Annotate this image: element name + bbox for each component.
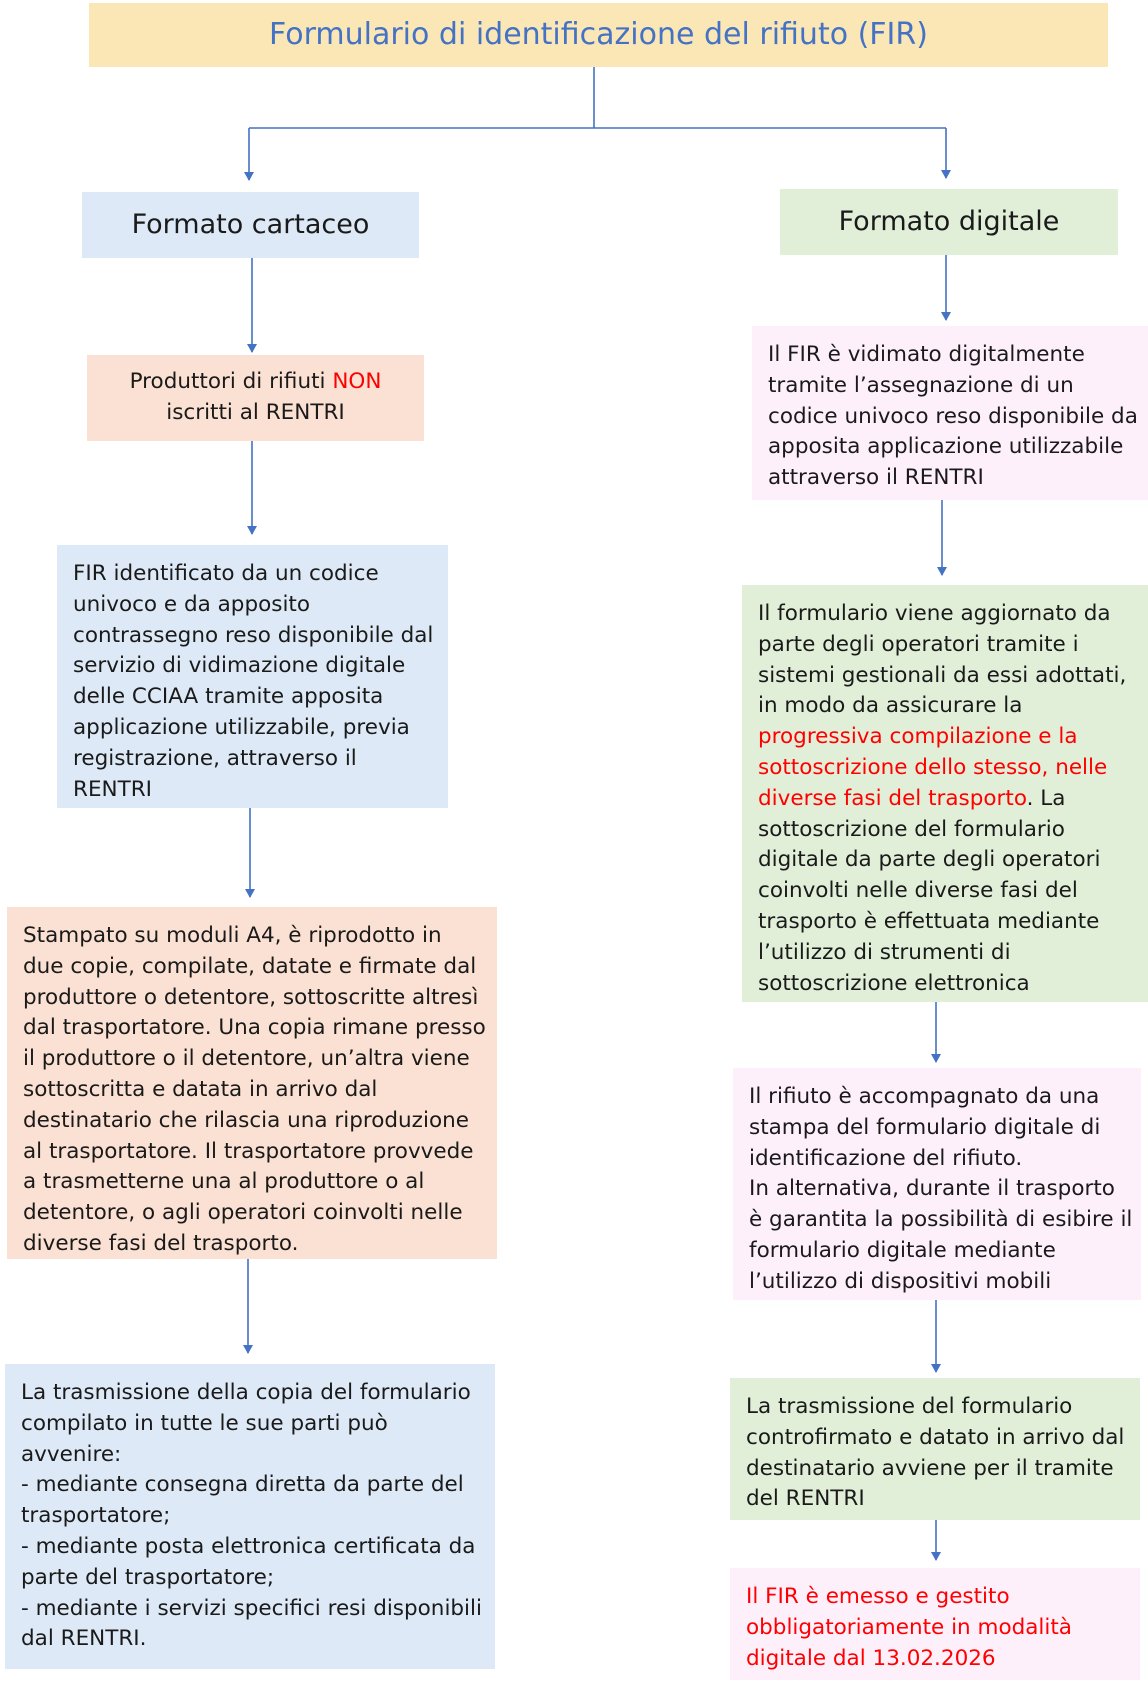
text-line: parte degli operatori tramite i — [758, 631, 1079, 657]
text-line: il produttore o il detentore, un’altra v… — [23, 1046, 470, 1072]
text-line: sottoscrizione del formulario — [758, 816, 1065, 842]
text-fragment: . La — [1026, 785, 1066, 811]
text-line: due copie, compilate, datate e firmate d… — [23, 953, 477, 979]
text-line: del RENTRI — [746, 1486, 865, 1512]
text-line: destinatario che rilascia una riproduzio… — [23, 1107, 469, 1133]
text-line: sottoscrizione elettronica — [758, 970, 1030, 996]
text-line: stampa del formulario digitale di — [749, 1114, 1101, 1140]
cartaceo-header-text: Formato cartaceo — [131, 208, 370, 240]
text-line: servizio di vidimazione digitale — [73, 653, 406, 679]
updated-box: Il formulario viene aggiornato da parte … — [742, 585, 1148, 1002]
text-line: La trasmissione del formulario — [746, 1394, 1073, 1419]
text-line: identificazione del rifiuto. — [749, 1145, 1023, 1171]
text-line: Stampato su moduli A4, è riprodotto in — [23, 923, 442, 948]
text-line: apposita applicazione utilizzabile — [768, 434, 1124, 460]
right-transmission-box: La trasmissione del formulario controfir… — [730, 1378, 1140, 1520]
text-line: FIR identificato da un codice — [73, 561, 379, 586]
text-line: digitale dal 13.02.2026 — [746, 1645, 996, 1671]
producers-non: NON — [332, 369, 382, 395]
highlight-line: sottoscrizione dello stesso, nelle — [758, 754, 1108, 780]
text-line: In alternativa, durante il trasporto — [749, 1176, 1115, 1202]
text-line: detentore, o agli operatori coinvolti ne… — [23, 1200, 463, 1226]
text-line: registrazione, attraverso il — [73, 745, 357, 771]
text-line: Il FIR è emesso e gestito — [746, 1584, 1010, 1609]
text-line: diverse fasi del trasporto. — [23, 1230, 299, 1256]
fir-identified-box: FIR identificato da un codice univoco e … — [57, 545, 448, 808]
vidimated-box: Il FIR è vidimato digitalmente tramite l… — [752, 326, 1148, 500]
text-line: RENTRI — [73, 776, 153, 802]
accompanied-box: Il rifiuto è accompagnato da una stampa … — [733, 1068, 1141, 1300]
text-line: destinatario avviene per il tramite — [746, 1455, 1114, 1481]
highlight-line: progressiva compilazione e la — [758, 724, 1078, 750]
diagram-title: Formulario di identificazione del rifiut… — [89, 3, 1108, 67]
text-line: La trasmissione della copia del formular… — [21, 1380, 471, 1405]
text-line: formulario digitale mediante — [749, 1237, 1056, 1263]
text-line: coinvolti nelle diverse fasi del — [758, 878, 1078, 904]
cartaceo-header: Formato cartaceo — [82, 192, 419, 258]
digitale-header: Formato digitale — [780, 189, 1118, 255]
text-line: a trasmetterne una al produttore o al — [23, 1169, 425, 1195]
highlight-line: diverse fasi del trasporto — [758, 785, 1027, 811]
text-line: al trasportatore. Il trasportatore provv… — [23, 1138, 474, 1164]
diagram-title-text: Formulario di identificazione del rifiut… — [269, 16, 928, 52]
text-line: è garantita la possibilità di esibire il — [749, 1207, 1133, 1233]
text-line: parte del trasportatore; — [21, 1564, 275, 1590]
text-line: delle CCIAA tramite apposita — [73, 684, 384, 710]
text-line: tramite l’assegnazione di un — [768, 372, 1074, 398]
text-line: in modo da assicurare la — [758, 693, 1023, 719]
text-line: obbligatoriamente in modalità — [746, 1614, 1072, 1640]
text-line: l’utilizzo di strumenti di — [758, 939, 1011, 965]
printed-box: Stampato su moduli A4, è riprodotto in d… — [7, 907, 497, 1259]
text-line: trasporto è effettuata mediante — [758, 908, 1100, 934]
digitale-header-text: Formato digitale — [838, 205, 1060, 237]
producers-line2: iscritti al RENTRI — [166, 400, 345, 425]
text-line: trasportatore; — [21, 1503, 171, 1529]
text-line: attraverso il RENTRI — [768, 465, 984, 491]
text-line: compilato in tutte le sue parti può — [21, 1410, 388, 1436]
text-line: sistemi gestionali da essi adottati, — [758, 662, 1127, 688]
text-line: Il rifiuto è accompagnato da una — [749, 1084, 1100, 1109]
text-line: - mediante consegna diretta da parte del — [21, 1472, 464, 1498]
text-line: - mediante i servizi specifici resi disp… — [21, 1595, 482, 1621]
text-line: univoco e da apposito — [73, 591, 311, 617]
text-line: - mediante posta elettronica certificata… — [21, 1533, 476, 1559]
producers-box: Produttori di rifiuti NON iscritti al RE… — [87, 355, 424, 441]
left-transmission-box: La trasmissione della copia del formular… — [5, 1364, 495, 1669]
producers-line1: Produttori di rifiuti — [129, 369, 333, 395]
text-line: dal trasportatore. Una copia rimane pres… — [23, 1015, 486, 1041]
text-line: l’utilizzo di dispositivi mobili — [749, 1268, 1052, 1294]
text-line: applicazione utilizzabile, previa — [73, 714, 410, 740]
text-line: avvenire: — [21, 1441, 122, 1467]
text-line: controfirmato e datato in arrivo dal — [746, 1424, 1125, 1450]
text-line: sottoscritta e datata in arrivo dal — [23, 1076, 378, 1102]
text-line: produttore o detentore, sottoscritte alt… — [23, 984, 479, 1010]
mandatory-digital-box: Il FIR è emesso e gestito obbligatoriame… — [730, 1568, 1140, 1680]
text-line: contrassegno reso disponibile dal — [73, 622, 434, 648]
text-line: codice univoco reso disponibile da — [768, 403, 1138, 429]
text-line: dal RENTRI. — [21, 1626, 147, 1652]
text-line: Il FIR è vidimato digitalmente — [768, 342, 1085, 367]
text-line: Il formulario viene aggiornato da — [758, 601, 1111, 626]
text-line: digitale da parte degli operatori — [758, 847, 1101, 873]
